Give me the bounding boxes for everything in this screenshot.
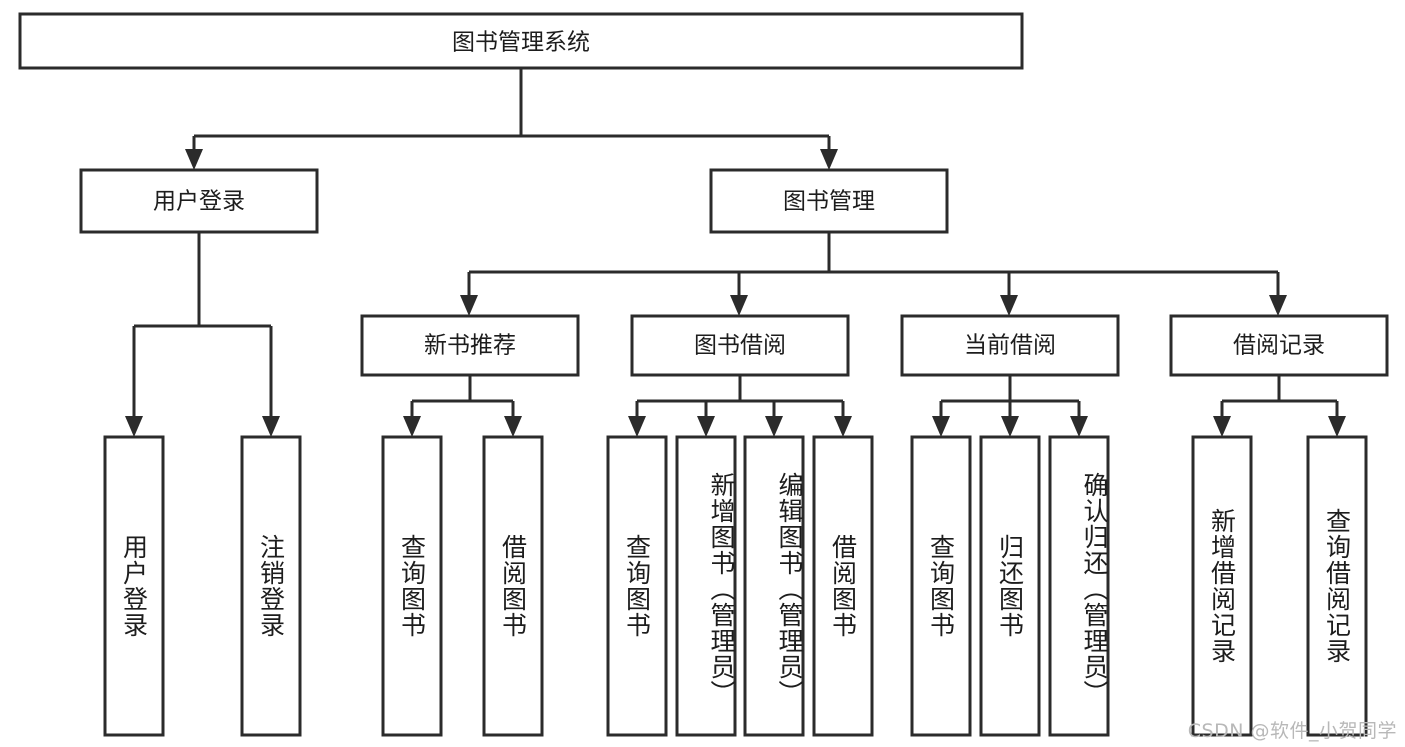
leaf-box-注销登录[interactable] <box>240 435 302 737</box>
node-当前借阅[interactable] <box>900 314 1120 377</box>
node-图书管理-label: 图书管理 <box>783 189 875 215</box>
leaf-box-归还图书[interactable] <box>979 435 1041 737</box>
leaf-box-查询图书-当前借阅[interactable] <box>910 435 972 737</box>
arrow-leaf-logout <box>262 416 280 437</box>
leaf-box-查询图书-图书借阅[interactable] <box>606 435 668 737</box>
node-借阅记录-label: 借阅记录 <box>1233 333 1325 359</box>
arrow-current-query <box>932 416 950 437</box>
watermark-text: CSDN @软件_小贺同学 <box>1187 720 1397 742</box>
leaf-box-借阅图书-新书推荐[interactable] <box>482 435 544 737</box>
arrow-current-return <box>1001 416 1019 437</box>
arrow-to-book-manage <box>820 149 838 170</box>
arrow-current-confirm <box>1070 416 1088 437</box>
arrow-leaf-user-login <box>125 416 143 437</box>
arrow-record-add <box>1213 416 1231 437</box>
node-当前借阅-label: 当前借阅 <box>964 333 1056 359</box>
leaf-box-新增图书管理员[interactable] <box>675 435 737 737</box>
leaf-box-查询借阅记录[interactable] <box>1306 435 1368 737</box>
leaf-box-借阅图书-图书借阅[interactable] <box>812 435 874 737</box>
node-新书推荐-label: 新书推荐 <box>424 333 516 359</box>
node-借阅记录[interactable] <box>1169 314 1389 377</box>
leaf-box-确认归还管理员[interactable] <box>1048 435 1110 737</box>
leaf-box-查询图书-新书推荐[interactable] <box>381 435 443 737</box>
arrow-to-borrow <box>730 295 748 316</box>
arrow-newbook-query <box>403 416 421 437</box>
node-图书借阅-label: 图书借阅 <box>694 333 786 359</box>
arrow-to-user-login <box>185 149 203 170</box>
leaf-box-新增借阅记录[interactable] <box>1191 435 1253 737</box>
arrow-to-current <box>1000 295 1018 316</box>
node-root-图书管理系统[interactable] <box>18 12 1024 70</box>
arrow-borrow-lend <box>834 416 852 437</box>
arrow-newbook-borrow <box>504 416 522 437</box>
arrow-borrow-query <box>628 416 646 437</box>
node-新书推荐[interactable] <box>360 314 580 377</box>
node-root-label: 图书管理系统 <box>452 30 590 56</box>
arrow-record-query <box>1328 416 1346 437</box>
arrow-to-record <box>1269 295 1287 316</box>
arrow-to-newbook <box>460 295 478 316</box>
leaf-box-用户登录[interactable] <box>103 435 165 737</box>
arrow-borrow-add <box>697 416 715 437</box>
connector-layer <box>125 68 1346 437</box>
node-用户登录-label: 用户登录 <box>153 189 245 215</box>
node-用户登录[interactable] <box>79 168 319 234</box>
leaf-box-编辑图书管理员[interactable] <box>743 435 805 737</box>
node-layer: 图书管理系统 用户登录 图书管理 新书推荐 图书借阅 当前借阅 借阅记录 <box>18 12 1389 737</box>
arrow-borrow-edit <box>765 416 783 437</box>
node-图书管理[interactable] <box>709 168 949 234</box>
node-图书借阅[interactable] <box>630 314 850 377</box>
